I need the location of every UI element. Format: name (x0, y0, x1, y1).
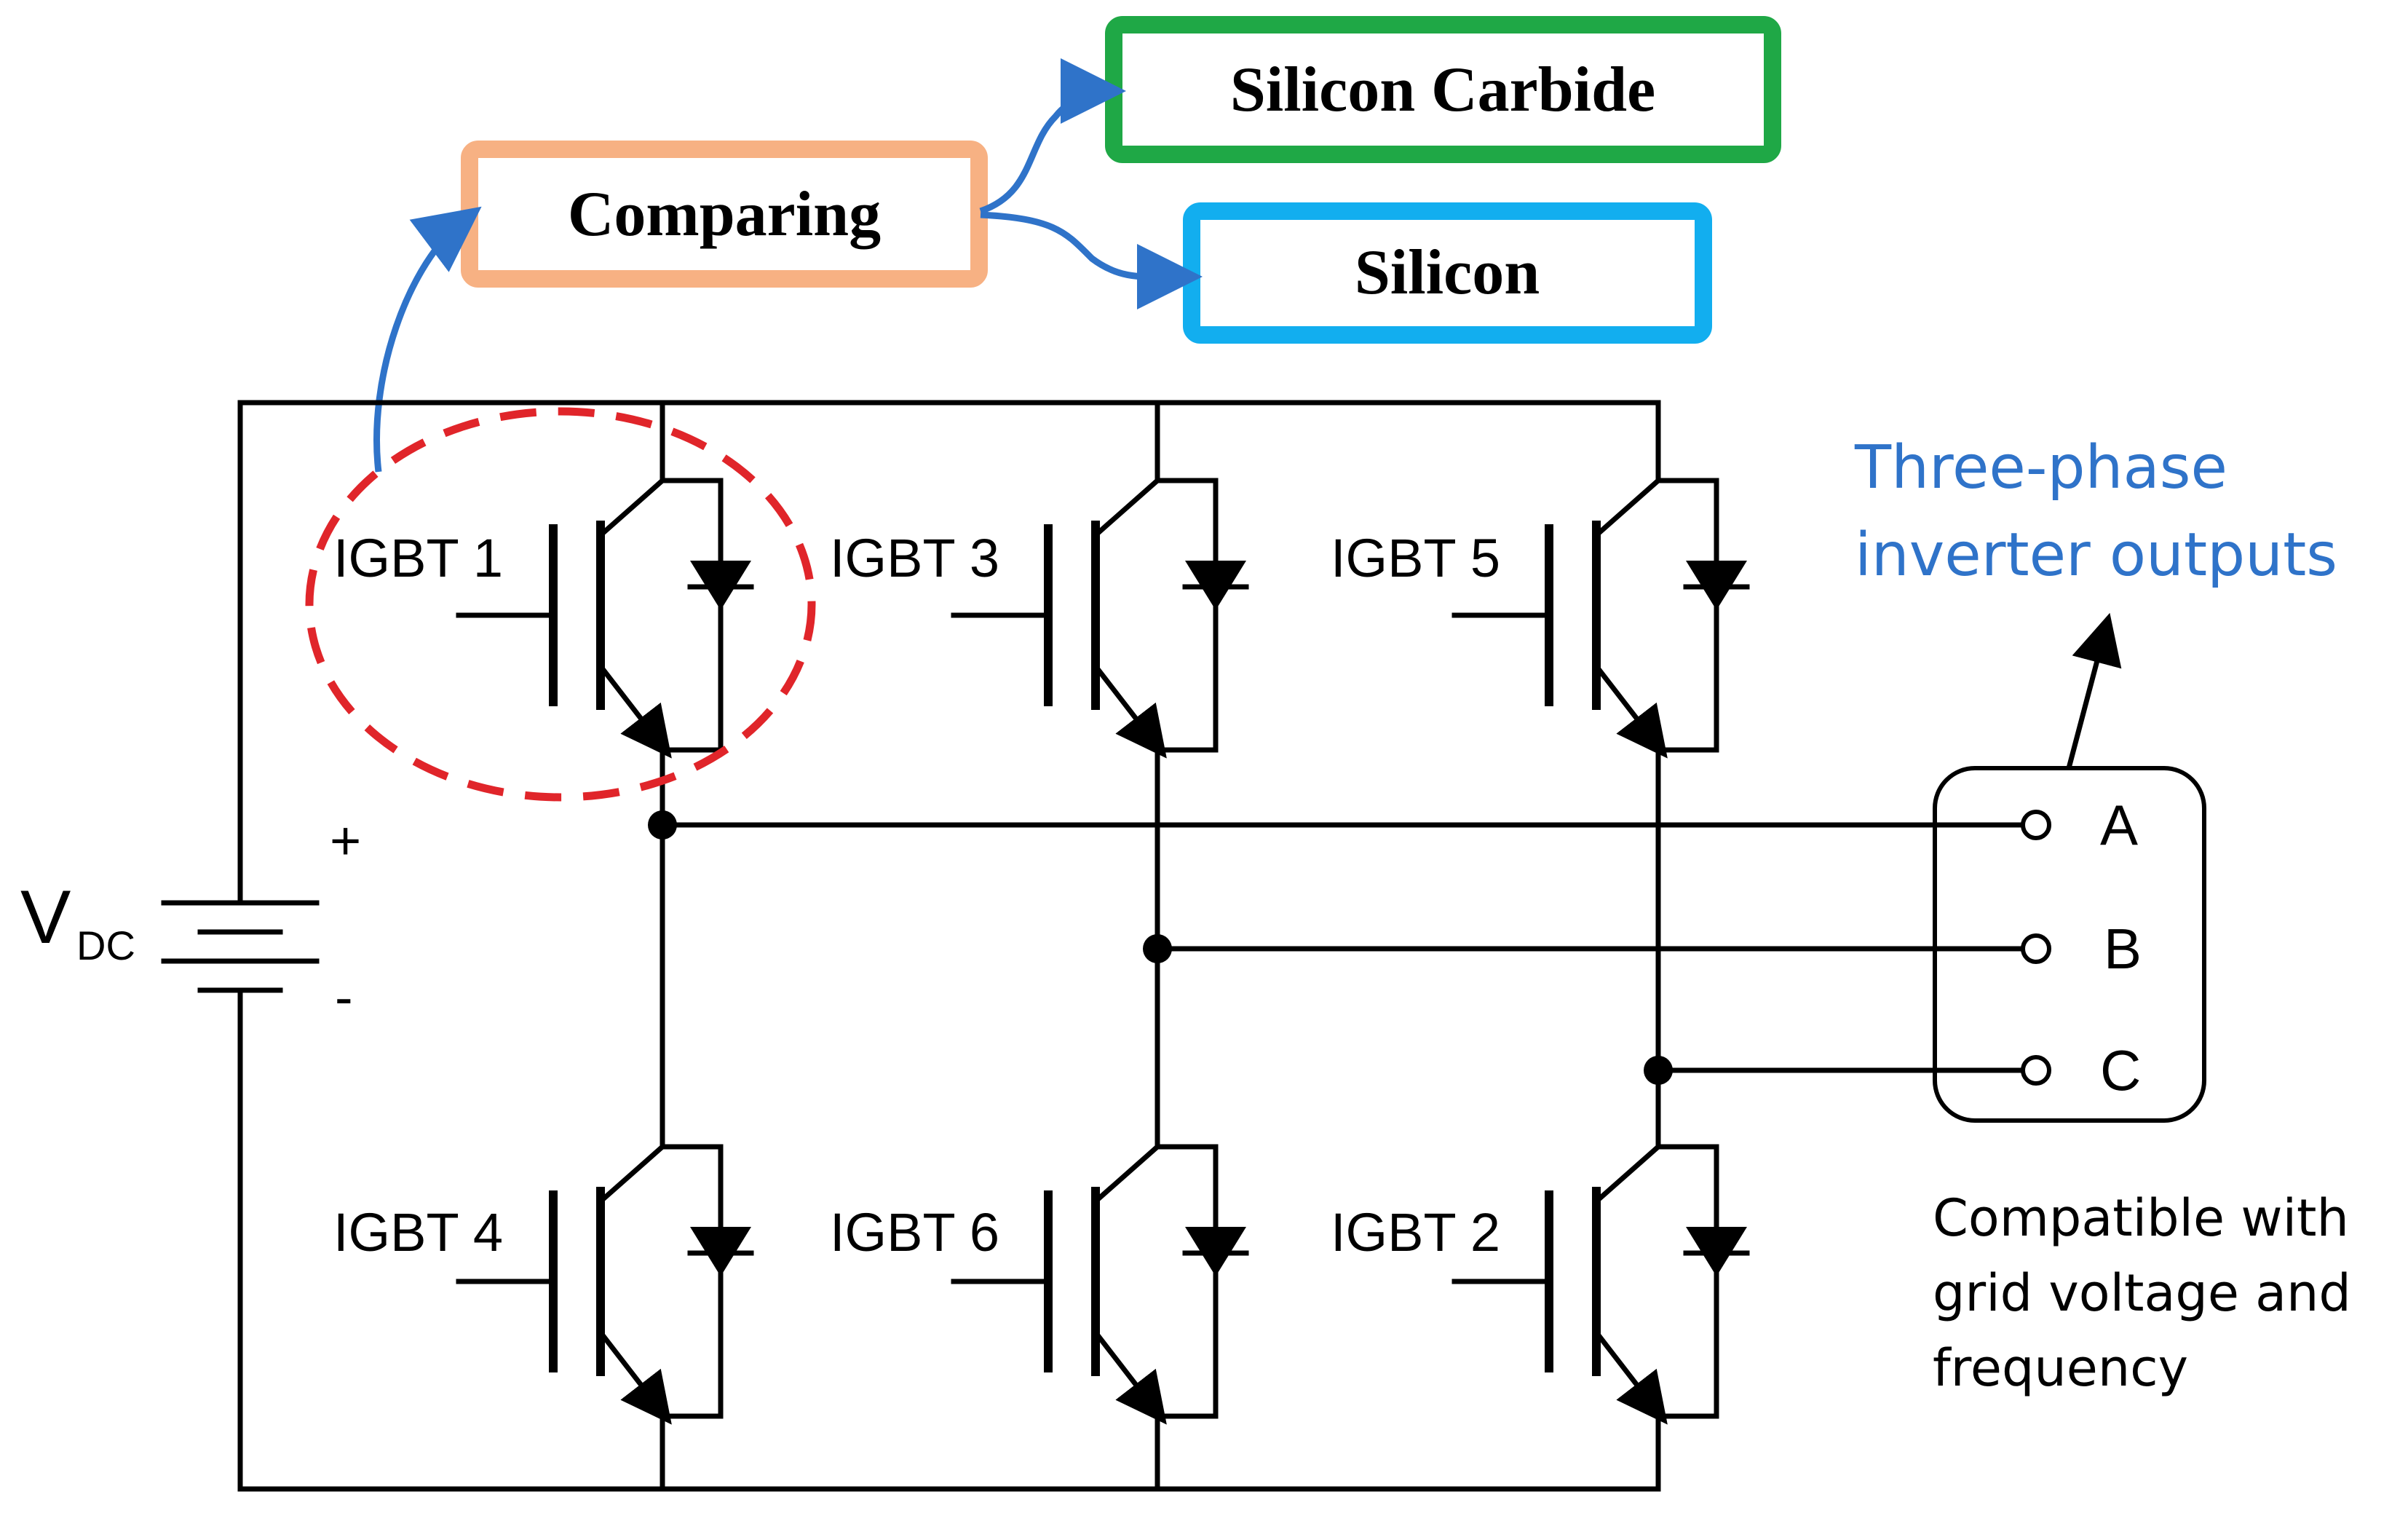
terminal-b (2021, 933, 2051, 964)
igbt-3-symbol (951, 477, 1249, 759)
vdc-subscript: DC (76, 923, 135, 968)
arrow-to-comparing (373, 206, 482, 473)
arrow-to-silicon-carbide (979, 58, 1126, 215)
igbt-3-label: IGBT 3 (830, 528, 999, 588)
grid-note-line2: grid voltage and (1933, 1263, 2351, 1323)
node-c (1644, 1056, 1673, 1085)
silicon-carbide-label: Silicon Carbide (1230, 55, 1655, 125)
silicon-label: Silicon (1355, 237, 1540, 308)
terminal-a-label: A (2100, 793, 2138, 857)
comparing-label: Comparing (568, 179, 881, 250)
igbt-4-symbol (456, 1143, 754, 1425)
outputs-note-line2: inverter outputs (1855, 521, 2337, 590)
terminal-c-label: C (2100, 1038, 2141, 1102)
igbt-4-label: IGBT 4 (333, 1202, 503, 1263)
dc-source (161, 900, 320, 993)
terminal-b-label: B (2104, 917, 2142, 981)
igbt-5-symbol (1451, 477, 1750, 759)
igbt-6-symbol (951, 1143, 1249, 1425)
grid-note-line3: frequency (1933, 1338, 2188, 1398)
igbt-6-label: IGBT 6 (830, 1202, 999, 1263)
terminal-c (2021, 1055, 2051, 1086)
outputs-arrow (2066, 612, 2122, 769)
output-terminal-box (1933, 766, 2206, 1123)
igbt-1-highlight (305, 407, 816, 802)
igbt-1-symbol (456, 477, 754, 759)
igbt-1-label: IGBT 1 (333, 528, 503, 588)
outputs-note-line1: Three-phase (1854, 433, 2227, 502)
igbt-2-symbol (1451, 1143, 1750, 1425)
minus-sign: - (335, 967, 353, 1027)
igbt-5-label: IGBT 5 (1331, 528, 1500, 588)
node-a (648, 810, 677, 840)
arrow-to-silicon (980, 211, 1203, 310)
node-b (1143, 934, 1172, 963)
terminal-a (2021, 810, 2051, 840)
igbt-2-label: IGBT 2 (1331, 1202, 1500, 1263)
vdc-label: V (20, 875, 71, 960)
grid-note-line1: Compatible with (1933, 1188, 2349, 1248)
plus-sign: + (330, 810, 361, 871)
